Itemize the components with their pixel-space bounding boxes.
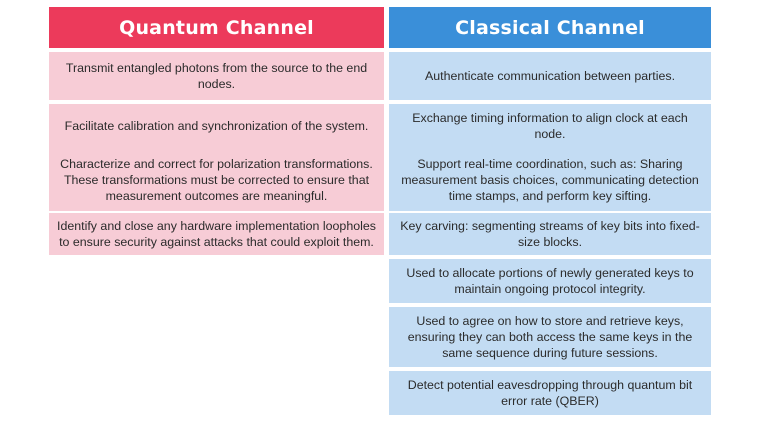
quantum-item: Identify and close any hardware implemen… bbox=[49, 213, 384, 255]
classical-item-text: Used to allocate portions of newly gener… bbox=[406, 266, 694, 296]
quantum-item-text: Identify and close any hardware implemen… bbox=[57, 219, 376, 249]
quantum-item-text: Characterize and correct for polarizatio… bbox=[60, 156, 373, 203]
classical-item: Used to allocate portions of newly gener… bbox=[389, 259, 711, 303]
classical-channel-column: Classical Channel Authenticate communica… bbox=[389, 7, 711, 415]
classical-item-text: Authenticate communication between parti… bbox=[424, 69, 676, 83]
quantum-item-text: Facilitate calibration and synchronizati… bbox=[64, 119, 369, 133]
quantum-channel-column: Quantum Channel Transmit entangled photo… bbox=[49, 7, 384, 255]
classical-item-text: Key carving: segmenting streams of key b… bbox=[400, 219, 700, 249]
quantum-item-text: Transmit entangled photons from the sour… bbox=[65, 61, 368, 91]
classical-item: Detect potential eavesdropping through q… bbox=[389, 371, 711, 415]
classical-item-text: Exchange timing information to align clo… bbox=[412, 111, 688, 141]
classical-item-text: Support real-time coordination, such as:… bbox=[401, 156, 699, 203]
classical-item: Key carving: segmenting streams of key b… bbox=[389, 213, 711, 255]
quantum-channel-header: Quantum Channel bbox=[49, 7, 384, 48]
quantum-item: Facilitate calibration and synchronizati… bbox=[49, 104, 384, 148]
classical-item-text: Used to agree on how to store and retrie… bbox=[407, 314, 693, 360]
classical-item: Support real-time coordination, such as:… bbox=[389, 148, 711, 211]
quantum-item: Transmit entangled photons from the sour… bbox=[49, 52, 384, 100]
classical-item-text: Detect potential eavesdropping through q… bbox=[407, 378, 693, 408]
classical-item: Authenticate communication between parti… bbox=[389, 52, 711, 100]
classical-item: Used to agree on how to store and retrie… bbox=[389, 307, 711, 367]
classical-item: Exchange timing information to align clo… bbox=[389, 104, 711, 148]
classical-channel-header: Classical Channel bbox=[389, 7, 711, 48]
quantum-item: Characterize and correct for polarizatio… bbox=[49, 148, 384, 211]
